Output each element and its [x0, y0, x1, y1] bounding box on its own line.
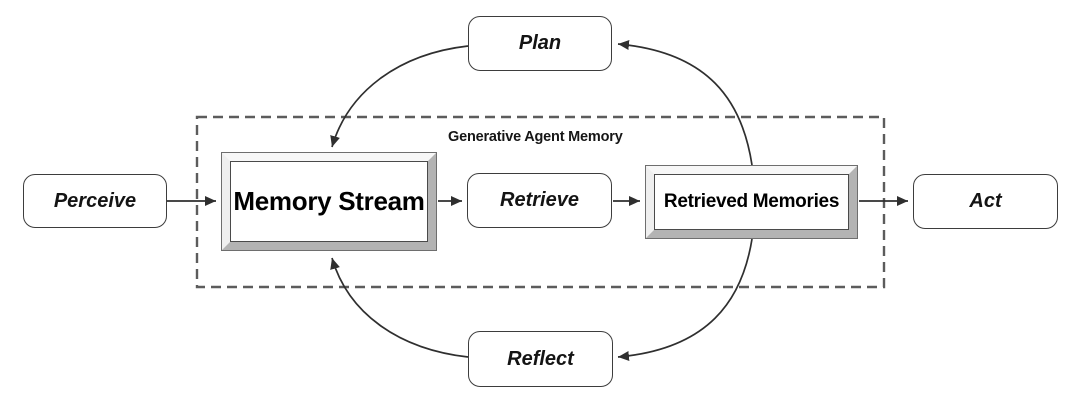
node-memory-stream-label: Memory Stream [233, 186, 425, 216]
edge-retrieved-memories-to-reflect [617, 238, 753, 362]
edge-retrieved-memories-to-plan [617, 39, 753, 166]
node-reflect-label: Reflect [507, 347, 574, 370]
edge-reflect-to-memory-stream [330, 257, 469, 358]
retrieved-memories-inner: Retrieved Memories [654, 174, 849, 230]
node-perceive: Perceive [23, 174, 167, 228]
node-retrieve: Retrieve [467, 173, 612, 228]
node-retrieve-label: Retrieve [500, 189, 579, 211]
memory-stream-inner: Memory Stream [230, 161, 428, 242]
region-title: Generative Agent Memory [448, 129, 623, 145]
retrieved-memories-bevel-frame: Retrieved Memories [646, 166, 857, 238]
node-plan: Plan [468, 16, 612, 71]
node-plan-label: Plan [518, 32, 562, 54]
memory-stream-bevel-frame: Memory Stream [222, 153, 436, 250]
node-memory-stream: Memory Stream [221, 152, 437, 251]
node-reflect: Reflect [468, 331, 613, 387]
node-perceive-label: Perceive [53, 189, 137, 212]
node-retrieved-memories: Retrieved Memories [645, 165, 858, 239]
node-act-label: Act [969, 190, 1002, 212]
node-retrieved-memories-label: Retrieved Memories [663, 191, 840, 212]
node-act: Act [913, 174, 1058, 229]
